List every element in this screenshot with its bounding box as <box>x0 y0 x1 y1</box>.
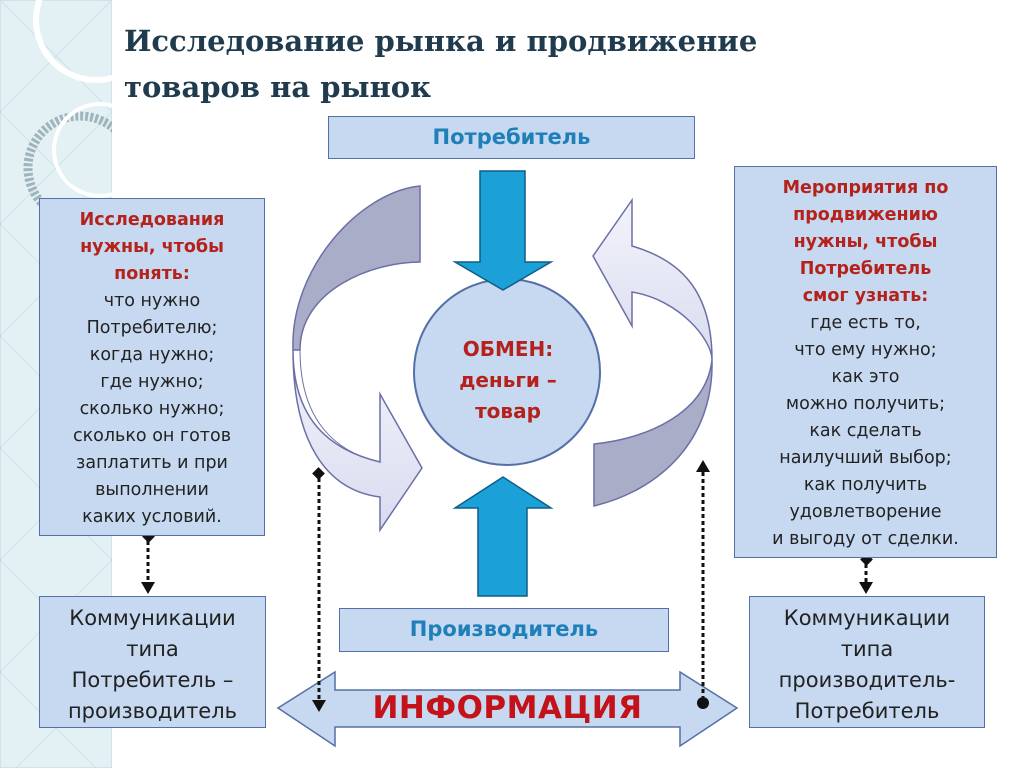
promotion-item: удовлетворение <box>789 502 942 522</box>
comm-left-line: Коммуникации <box>69 606 236 630</box>
promotion-item: можно получить; <box>785 394 946 414</box>
producer-consumer-communications-box: Коммуникации типа производитель- Потреби… <box>749 596 985 728</box>
promotion-heading-line: смог узнать: <box>802 286 929 306</box>
promotion-heading-line: продвижению <box>793 205 938 225</box>
research-heading-line: понять: <box>114 264 190 284</box>
comm-left-line: Потребитель – <box>71 668 234 692</box>
comm-left-line: производитель <box>67 699 238 723</box>
promotion-heading-line: Мероприятия по <box>782 178 949 198</box>
research-purpose-box: Исследования нужны, чтобы понять: что ну… <box>39 198 265 536</box>
page-title-line-1: Исследование рынка и продвижение <box>124 24 758 58</box>
research-item: когда нужно; <box>89 345 215 365</box>
page-title-line-2: товаров на рынок <box>124 70 432 104</box>
promotion-item: как получить <box>803 475 928 495</box>
right-info-dotted-line <box>696 460 710 709</box>
promotion-heading-line: нужны, чтобы <box>793 232 938 252</box>
exchange-line-1: ОБМЕН: <box>462 337 554 361</box>
page-title: Исследование рынка и продвижение товаров… <box>124 18 904 110</box>
producer-box: Производитель <box>339 608 669 652</box>
left-dotted-connector <box>141 530 155 594</box>
information-label: ИНФОРМАЦИЯ <box>372 690 643 726</box>
comm-right-line: производитель- <box>778 668 956 692</box>
research-item: заплатить и при <box>76 453 228 473</box>
promotion-purpose-box: Мероприятия по продвижению нужны, чтобы … <box>734 166 997 558</box>
promotion-item: где есть то, <box>810 313 921 333</box>
right-cycle-arrow <box>592 197 713 507</box>
comm-right-line: Потребитель <box>794 699 940 723</box>
consumer-producer-communications-box: Коммуникации типа Потребитель – производ… <box>39 596 266 728</box>
research-item: где нужно; <box>100 372 204 392</box>
research-item: сколько нужно; <box>79 399 225 419</box>
exchange-label: ОБМЕН: деньги – товар <box>414 334 602 427</box>
research-item: что нужно <box>103 291 201 311</box>
left-cycle-arrow <box>292 185 423 533</box>
up-arrow <box>452 476 554 597</box>
research-heading-line: нужны, чтобы <box>80 237 224 257</box>
right-dotted-connector <box>859 553 873 594</box>
research-item: сколько он готов <box>72 426 232 446</box>
promotion-item: что ему нужно; <box>794 340 937 360</box>
consumer-box: Потребитель <box>328 116 695 159</box>
exchange-line-3: товар <box>475 399 541 423</box>
exchange-line-2: деньги – <box>459 368 557 392</box>
research-item: Потребителю; <box>86 318 218 338</box>
promotion-item: как это <box>831 367 900 387</box>
down-arrow <box>452 170 554 291</box>
comm-right-line: Коммуникации <box>783 606 951 630</box>
comm-left-line: типа <box>126 637 179 661</box>
promotion-heading-line: Потребитель <box>799 259 932 279</box>
research-item: выполнении <box>95 480 209 500</box>
comm-right-line: типа <box>840 637 894 661</box>
left-info-dotted-line <box>312 467 326 712</box>
promotion-item: и выгоду от сделки. <box>772 529 959 549</box>
research-heading-line: Исследования <box>79 210 225 230</box>
information-double-arrow <box>276 670 739 748</box>
promotion-item: наилучший выбор; <box>779 448 952 468</box>
promotion-item: как сделать <box>809 421 922 441</box>
research-item: каких условий. <box>82 507 222 527</box>
